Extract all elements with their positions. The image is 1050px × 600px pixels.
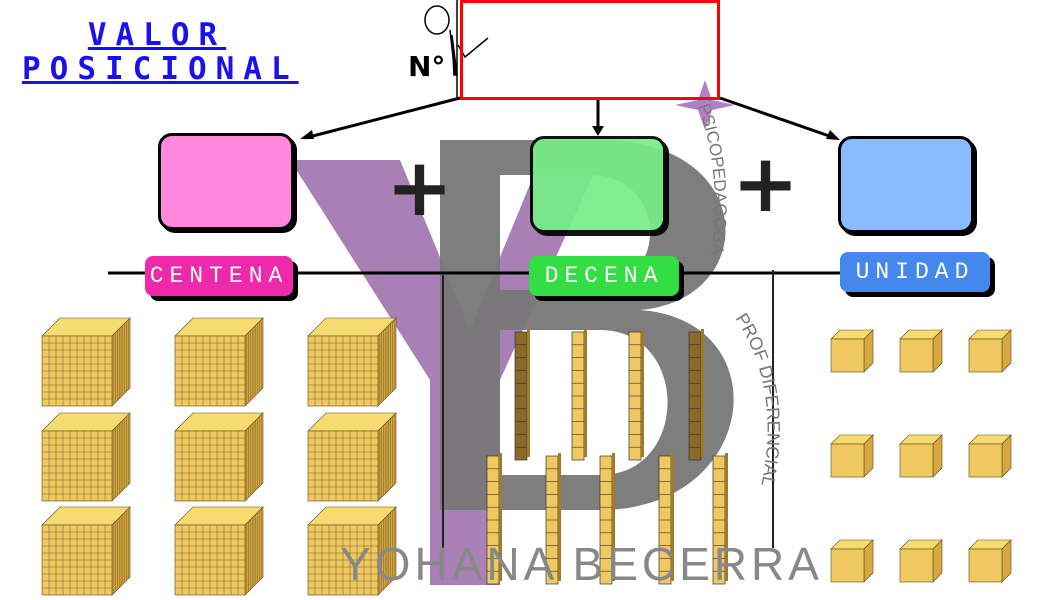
ten-rod: [599, 453, 615, 585]
label-decena: DECENA: [529, 256, 679, 296]
unit-cube: [830, 539, 874, 583]
title-line-2: POSICIONAL: [22, 51, 299, 87]
label-centena: CENTENA: [145, 256, 293, 296]
ten-rod: [571, 329, 587, 461]
watermark-logo-b: [440, 140, 734, 510]
hundred-cube: [307, 506, 397, 596]
sparkle-icon: [675, 80, 735, 130]
hundred-cube: [307, 412, 397, 502]
ten-rod: [545, 453, 561, 585]
number-input-box[interactable]: [460, 0, 720, 100]
hundred-cube: [307, 317, 397, 407]
title-line-1: VALOR: [87, 17, 227, 53]
hundred-cube: [41, 412, 131, 502]
number-label: N°: [408, 50, 446, 83]
unit-cube: [968, 434, 1012, 478]
ten-rod: [688, 329, 704, 461]
ten-rod: [658, 453, 674, 585]
ten-rod: [712, 453, 728, 585]
hundred-cube: [41, 506, 131, 596]
page-title: VALOR POSICIONAL: [22, 18, 292, 86]
ten-rod: [628, 329, 644, 461]
decena-answer-box[interactable]: [530, 136, 666, 233]
unit-cube: [830, 329, 874, 373]
hundred-cube: [41, 317, 131, 407]
ten-rod: [514, 329, 530, 461]
unit-cube: [830, 434, 874, 478]
stick-figure-icon: [424, 0, 489, 98]
unit-cube: [899, 539, 943, 583]
unit-cube: [968, 329, 1012, 373]
unit-cube: [968, 539, 1012, 583]
centena-answer-box[interactable]: [158, 133, 294, 230]
unidad-answer-box[interactable]: [838, 136, 974, 233]
base-ten-blocks: [41, 317, 1012, 596]
label-unidad: UNIDAD: [840, 252, 990, 292]
hundred-cube: [174, 506, 264, 596]
ten-rod: [486, 453, 502, 585]
unit-cube: [899, 329, 943, 373]
unit-cube: [899, 434, 943, 478]
hundred-cube: [174, 412, 264, 502]
plus-sign-2: +: [732, 137, 800, 230]
hundred-cube: [174, 317, 264, 407]
plus-sign-1: +: [386, 141, 454, 234]
